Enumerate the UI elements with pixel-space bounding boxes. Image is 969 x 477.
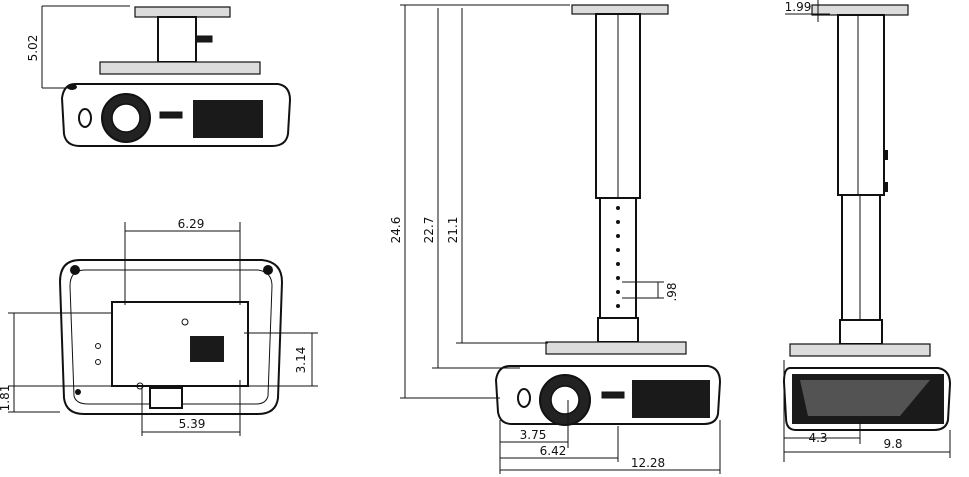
end-top-offset-label: 1.99 — [785, 0, 812, 14]
bottom-view: 6.29 5.39 3.14 1.81 — [0, 217, 318, 436]
bottom-bottom-width-label: 5.39 — [179, 417, 206, 431]
side-adjust-holes — [616, 206, 620, 308]
front-bracket-knob — [195, 35, 213, 43]
front-view: 5.02 — [26, 5, 292, 147]
bottom-foot-tr — [263, 265, 273, 275]
front-vent-grille — [193, 100, 263, 138]
end-lower-tube — [841, 194, 881, 321]
bottom-foot-bl — [75, 389, 81, 395]
side-clamp — [597, 317, 639, 343]
side-overall-depth-label: 12.28 — [631, 456, 665, 470]
bottom-screw-hole-2 — [95, 343, 101, 349]
side-total-height-label: 24.6 — [389, 217, 403, 244]
side-mount-plate — [545, 341, 687, 355]
end-center-offset-label: 4.3 — [808, 431, 827, 445]
bottom-top-width-label: 6.29 — [178, 217, 205, 231]
bottom-right-height-label: 3.14 — [294, 347, 308, 374]
side-mid-height-label: 22.7 — [422, 217, 436, 244]
bottom-lens-cover — [149, 387, 183, 409]
front-ceiling-plate — [134, 6, 231, 18]
bottom-screw-hole-4 — [136, 382, 144, 390]
front-brand-logo — [159, 111, 183, 119]
side-vent-grille — [632, 380, 710, 418]
end-knob-2 — [884, 182, 888, 192]
end-vent-side — [792, 374, 944, 424]
bottom-screw-hole-3 — [95, 359, 101, 365]
end-view: 1.99 4.3 9.8 — [782, 0, 952, 462]
bottom-left-height-label: 1.81 — [0, 385, 12, 412]
end-mount-plate — [789, 343, 931, 357]
bottom-screw-hole-1 — [181, 318, 189, 326]
end-knob-1 — [884, 150, 888, 160]
front-lens-inner — [111, 103, 141, 133]
side-lens-inner — [550, 385, 580, 415]
bottom-foot-tl — [70, 265, 80, 275]
side-lower-tube — [599, 197, 637, 321]
side-ceiling-plate — [571, 4, 669, 15]
side-view: 24.6 22.7 21.1 .98 3.75 6.42 12.28 — [389, 4, 722, 474]
side-half-depth-label: 6.42 — [540, 444, 567, 458]
bottom-mounting-plate — [111, 301, 249, 387]
front-foot — [67, 84, 77, 90]
end-overall-width-label: 9.8 — [883, 437, 902, 451]
end-upper-tube — [837, 14, 885, 196]
front-mount-height-label: 5.02 — [26, 35, 40, 62]
side-ir-port — [517, 388, 531, 408]
bottom-vent-grille — [190, 336, 224, 362]
end-clamp — [839, 319, 883, 345]
front-bracket-column — [157, 16, 197, 63]
side-brand-logo — [601, 391, 625, 399]
side-lens-offset-label: 3.75 — [520, 428, 547, 442]
side-hole-pitch-label: .98 — [665, 282, 679, 301]
side-short-height-label: 21.1 — [446, 217, 460, 244]
front-ir-port — [78, 108, 92, 128]
front-mount-plate — [99, 61, 261, 75]
